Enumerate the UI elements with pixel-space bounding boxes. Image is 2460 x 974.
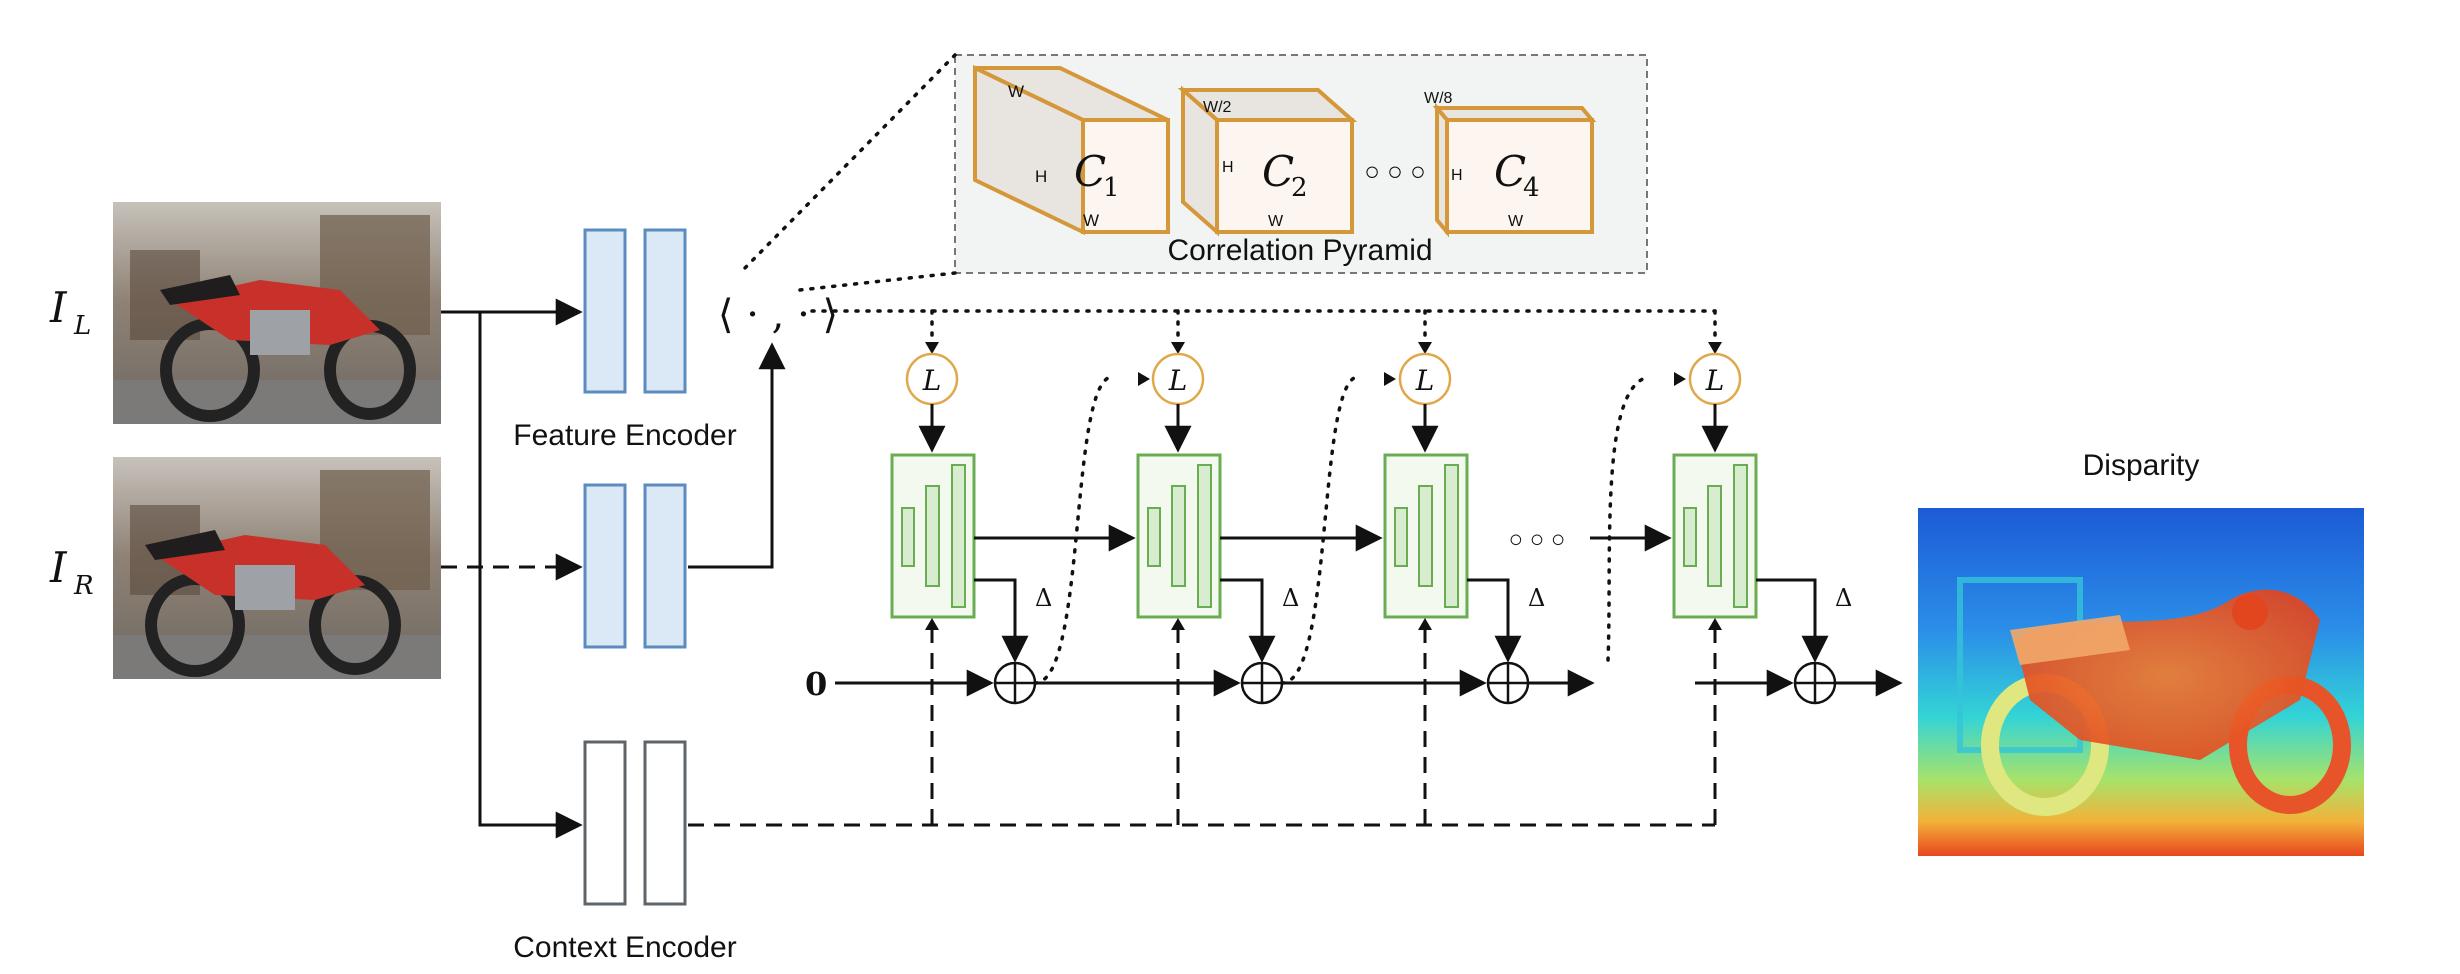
- svg-text:Δ: Δ: [1035, 584, 1052, 612]
- correlation-broadcast: [810, 309, 1717, 350]
- svg-text:Δ: Δ: [1835, 584, 1852, 612]
- disparity-title: Disparity: [2083, 449, 2200, 482]
- correlation-volume-c2: W/2 H W C 2: [1177, 85, 1358, 237]
- gru-block-1: [890, 453, 976, 619]
- iteration-ellipsis: ○ ○ ○: [1509, 526, 1566, 553]
- correlation-volume-c1: W H W C 1: [973, 64, 1170, 236]
- inner-product: ⟨ · , · ⟩: [718, 292, 838, 338]
- feature-encoder: Feature Encoder: [513, 228, 737, 649]
- svg-text:W: W: [1083, 211, 1099, 230]
- gru-block-4: [1672, 453, 1758, 619]
- input-connections: [441, 298, 786, 839]
- svg-text:R: R: [73, 571, 94, 601]
- svg-text:H: H: [1451, 167, 1463, 184]
- sum-node-2: [1240, 661, 1284, 705]
- svg-text:W/8: W/8: [1424, 90, 1453, 107]
- sum-node-4: [1793, 661, 1837, 705]
- svg-text:H: H: [1035, 167, 1047, 186]
- svg-text:W/2: W/2: [1203, 99, 1232, 116]
- lookup-operators: L L L L: [905, 352, 1742, 406]
- svg-text:C: C: [1494, 147, 1526, 196]
- context-connections: [688, 630, 1717, 827]
- sum-node-3: [1486, 661, 1530, 705]
- input-right-label: I R: [49, 543, 94, 601]
- lookup-to-gru: [918, 404, 1729, 453]
- sum-node-1: [993, 661, 1037, 705]
- svg-text:4: 4: [1523, 173, 1540, 203]
- svg-text:L: L: [1168, 364, 1188, 397]
- svg-text:C: C: [1074, 147, 1106, 196]
- gru-block-2: [1136, 453, 1222, 619]
- svg-text:W: W: [1508, 213, 1524, 230]
- svg-text:L: L: [1705, 364, 1725, 397]
- delta-labels: Δ Δ Δ Δ: [1035, 584, 1852, 612]
- disparity-map: [1918, 508, 2364, 856]
- svg-text:L: L: [1415, 364, 1435, 397]
- context-encoder: Context Encoder: [513, 740, 737, 964]
- right-image: [113, 457, 441, 679]
- input-left-label: I L: [49, 283, 91, 341]
- left-image: [113, 202, 441, 424]
- initial-disparity: 0: [805, 665, 827, 703]
- svg-text:I: I: [49, 283, 68, 332]
- broadcast-arrowheads: [925, 342, 1722, 354]
- delta-outputs: [974, 578, 1829, 663]
- svg-text:Δ: Δ: [1282, 584, 1299, 612]
- correlation-volume-c4: W/8 H W C 4: [1424, 90, 1597, 238]
- context-arrowheads: [925, 618, 1722, 630]
- feedback-curves: [1033, 376, 1647, 685]
- svg-text:C: C: [1262, 147, 1294, 196]
- svg-text:L: L: [922, 364, 942, 397]
- svg-text:W: W: [1268, 213, 1284, 230]
- context-encoder-label: Context Encoder: [513, 931, 736, 964]
- pyramid-title: Correlation Pyramid: [1167, 234, 1432, 267]
- feedback-arrowheads: [1138, 372, 1686, 386]
- feature-encoder-label: Feature Encoder: [513, 419, 736, 452]
- svg-text:H: H: [1222, 159, 1234, 176]
- svg-text:W: W: [1008, 82, 1024, 101]
- svg-text:2: 2: [1291, 173, 1308, 203]
- svg-text:Δ: Δ: [1528, 584, 1545, 612]
- svg-text:I: I: [49, 543, 68, 592]
- gru-block-3: [1383, 453, 1469, 619]
- svg-text:L: L: [73, 311, 91, 341]
- svg-text:1: 1: [1103, 173, 1120, 203]
- pyramid-ellipsis: ○ ○ ○: [1364, 156, 1426, 186]
- correlation-pyramid: W H W C 1 W/2 H W C 2 ○ ○ ○ W/8 H W C 4: [741, 53, 1648, 292]
